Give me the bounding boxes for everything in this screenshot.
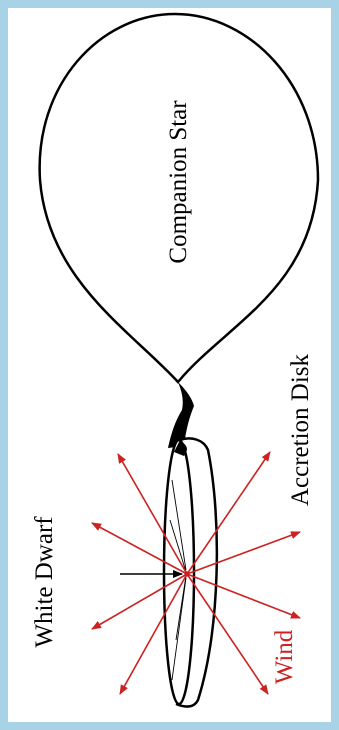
white-dwarf-label: White Dwarf [31, 516, 58, 648]
wind-label: Wind [271, 629, 298, 684]
companion-star-label: Companion Star [165, 100, 192, 264]
accretion-disk-label: Accretion Disk [287, 353, 314, 506]
